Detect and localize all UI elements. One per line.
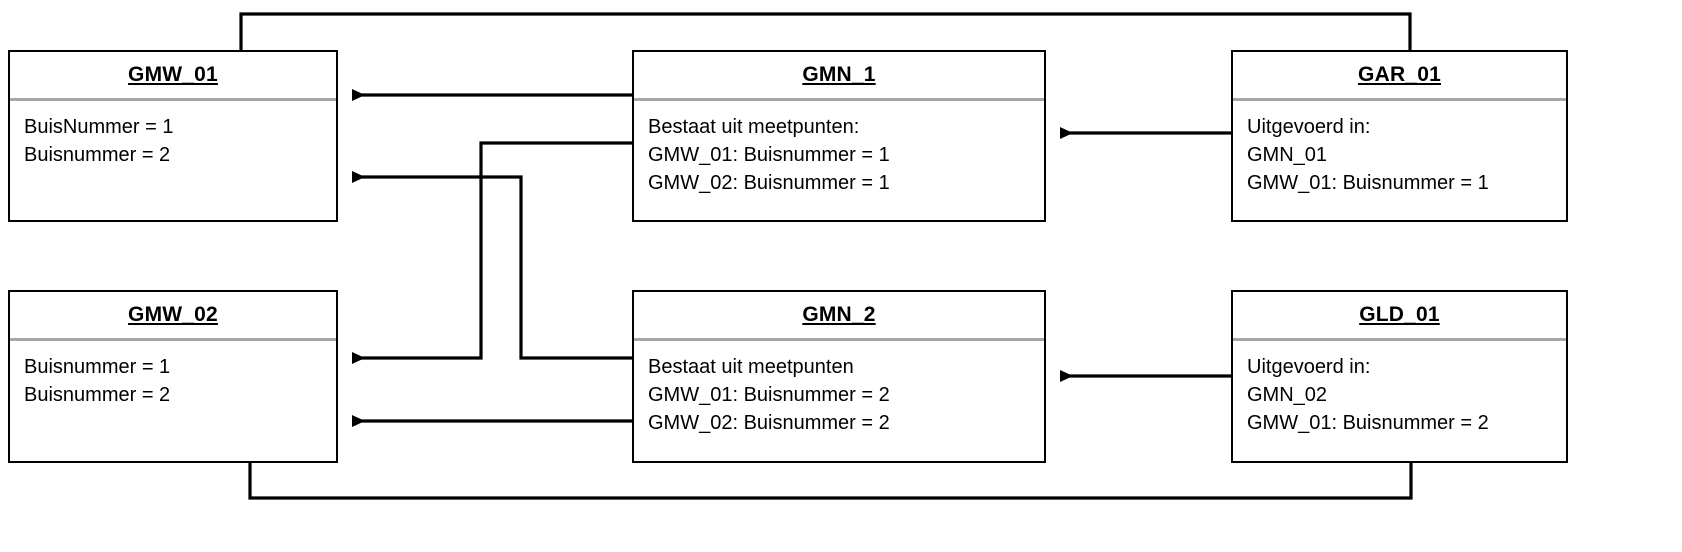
node-gmn-2-line-2: GMW_01: Buisnummer = 2 (648, 384, 890, 406)
node-gar-01-header: GAR_01 (1233, 52, 1566, 101)
node-gmn-1-header: GMN_1 (634, 52, 1044, 101)
node-gld-01-line-1: Uitgevoerd in: (1247, 356, 1371, 378)
node-gar-01-line-1: Uitgevoerd in: (1247, 116, 1371, 138)
node-gmn-2-title: GMN_2 (802, 303, 876, 326)
node-gmw-02[interactable]: GMW_02 Buisnummer = 1 Buisnummer = 2 (8, 290, 338, 463)
node-gmn-2-header: GMN_2 (634, 292, 1044, 341)
connector-gmn1-to-gmw02 (352, 141, 632, 364)
node-gmn-1-title: GMN_1 (802, 63, 876, 86)
node-gar-01-line-2: GMN_01 (1247, 144, 1328, 166)
node-gmn-2-body: Bestaat uit meetpunten GMW_01: Buisnumme… (634, 341, 1044, 461)
node-gar-01-line-3: GMW_01: Buisnummer = 1 (1247, 172, 1489, 194)
node-gmn-2[interactable]: GMN_2 Bestaat uit meetpunten GMW_01: Bui… (632, 290, 1046, 463)
node-gld-01-body: Uitgevoerd in: GMN_02 GMW_01: Buisnummer… (1233, 341, 1566, 461)
node-gmn-1-line-3: GMW_02: Buisnummer = 1 (648, 172, 890, 194)
node-gld-01-title: GLD_01 (1359, 303, 1440, 326)
node-gld-01[interactable]: GLD_01 Uitgevoerd in: GMN_02 GMW_01: Bui… (1231, 290, 1568, 463)
node-gmw-01-title: GMW_01 (128, 63, 218, 86)
node-gmn-2-line-3: GMW_02: Buisnummer = 2 (648, 412, 890, 434)
node-gmw-01[interactable]: GMW_01 BuisNummer = 1 Buisnummer = 2 (8, 50, 338, 222)
node-gar-01-body: Uitgevoerd in: GMN_01 GMW_01: Buisnummer… (1233, 101, 1566, 220)
node-gmw-02-body: Buisnummer = 1 Buisnummer = 2 (10, 341, 336, 461)
node-gmn-1-line-2: GMW_01: Buisnummer = 1 (648, 144, 890, 166)
node-gmw-02-header: GMW_02 (10, 292, 336, 341)
node-gmn-1-body: Bestaat uit meetpunten: GMW_01: Buisnumm… (634, 101, 1044, 220)
node-gld-01-header: GLD_01 (1233, 292, 1566, 341)
node-gmw-01-line-2: Buisnummer = 2 (24, 144, 171, 166)
node-gmn-1-line-1: Bestaat uit meetpunten: (648, 116, 860, 138)
node-gmw-02-line-1: Buisnummer = 1 (24, 356, 171, 378)
node-gmw-01-body: BuisNummer = 1 Buisnummer = 2 (10, 101, 336, 220)
node-gmw-02-title: GMW_02 (128, 303, 218, 326)
node-gld-01-line-2: GMN_02 (1247, 384, 1328, 406)
node-gmw-02-line-2: Buisnummer = 2 (24, 384, 171, 406)
node-gmw-01-line-1: BuisNummer = 1 (24, 116, 174, 138)
connector-gmn2-to-gmw01 (352, 171, 632, 360)
node-gld-01-line-3: GMW_01: Buisnummer = 2 (1247, 412, 1489, 434)
node-gmw-01-header: GMW_01 (10, 52, 336, 101)
node-gmn-1[interactable]: GMN_1 Bestaat uit meetpunten: GMW_01: Bu… (632, 50, 1046, 222)
node-gmn-2-line-1: Bestaat uit meetpunten (648, 356, 854, 378)
node-gar-01-title: GAR_01 (1358, 63, 1441, 86)
node-gar-01[interactable]: GAR_01 Uitgevoerd in: GMN_01 GMW_01: Bui… (1231, 50, 1568, 222)
